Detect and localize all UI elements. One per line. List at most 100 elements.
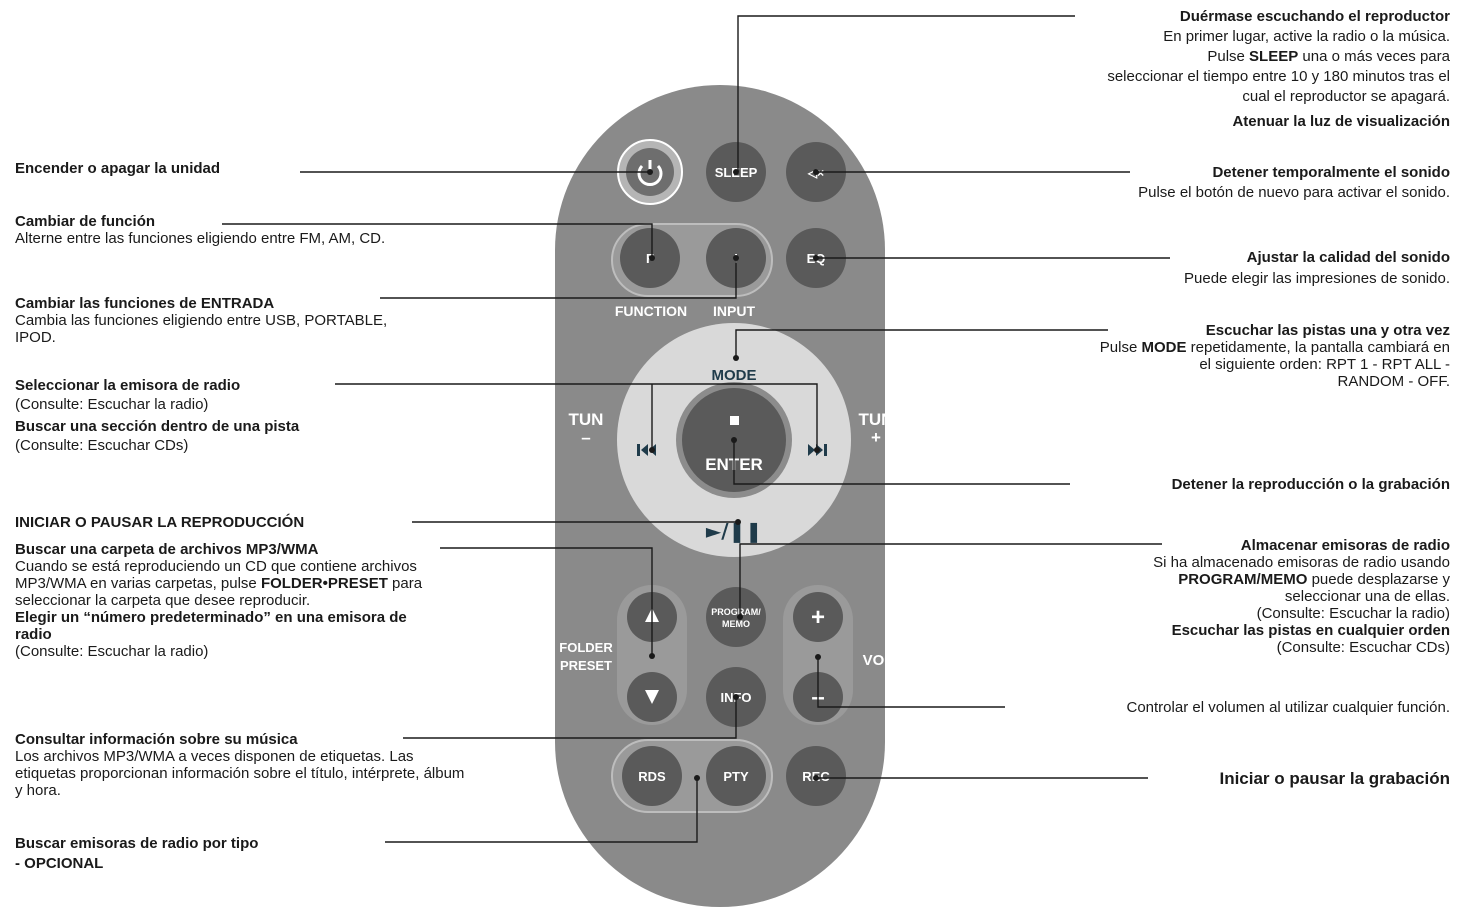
leader-vol <box>817 657 1005 708</box>
annotation-seek-text: (Consulte: Escuchar la radio) <box>15 396 209 413</box>
pty-button[interactable]: PTY <box>706 746 766 806</box>
tun-right-sign: + <box>871 428 881 447</box>
annotation-mute-title: Detener temporalmente el sonido <box>1212 164 1450 181</box>
program-label: PROGRAM/ <box>711 607 761 617</box>
annotation-folder-text-a: Cuando se está reproduciendo un CD que c… <box>15 558 417 592</box>
annotation-play: INICIAR O PAUSAR LA REPRODUCCIÓN <box>15 514 304 531</box>
vol-up-button[interactable]: + <box>793 592 843 642</box>
vol-caption: VOL <box>863 652 894 669</box>
annotation-mode-line3: RANDOM - OFF. <box>1337 373 1451 390</box>
annotation-rec-title: Iniciar o pausar la grabación <box>1219 769 1450 788</box>
annotation-mute-text: Pulse el botón de nuevo para activar el … <box>1138 184 1450 201</box>
annotation-mode: Escuchar las pistas una y otra vez Pulse… <box>980 322 1450 390</box>
annotation-mode-line2: el siguiente orden: RPT 1 - RPT ALL - <box>1199 356 1450 373</box>
annotation-mode-line1-b: MODE <box>1141 339 1187 356</box>
annotation-sleep-line2-a: Pulse <box>1207 48 1245 65</box>
annotation-program-line2-a: PROGRAM/MEMO <box>1178 571 1308 588</box>
annotation-program-title: Almacenar emisoras de radio <box>1240 537 1450 554</box>
leader-seek <box>335 383 818 450</box>
annotation-folder-text-c: para seleccionar la carpeta que desee re… <box>15 575 423 609</box>
leader-pty <box>385 778 698 843</box>
annotation-rec: Iniciar o pausar la grabación <box>980 769 1450 788</box>
annotation-pty: Buscar emisoras de radio por tipo - OPCI… <box>15 834 258 874</box>
annotation-vol-text: Controlar el volumen al utilizar cualqui… <box>1126 699 1451 716</box>
annotation-program-line1: Si ha almacenado emisoras de radio usand… <box>1153 554 1450 571</box>
mode-button[interactable]: MODE <box>712 367 757 384</box>
annotation-eq: Ajustar la calidad del sonido Puede eleg… <box>980 249 1450 287</box>
annotation-program-line3: seleccionar una de ellas. <box>1284 588 1450 605</box>
annotation-sleep-line1: En primer lugar, active la radio o la mú… <box>1163 28 1450 45</box>
annotation-function-title: Cambiar de función <box>15 213 156 230</box>
annotation-sleep-title2: Atenuar la luz de visualización <box>1232 113 1450 130</box>
annotation-info: Consultar información sobre su música Lo… <box>15 731 465 799</box>
annotation-info-text: Los archivos MP3/WMA a veces disponen de… <box>15 748 465 799</box>
preset-caption: PRESET <box>560 658 612 673</box>
annotation-sleep-line4: cual el reproductor se apagará. <box>1242 88 1450 105</box>
memo-label: MEMO <box>722 619 750 629</box>
annotation-input-title: Cambiar las funciones de ENTRADA <box>15 295 275 312</box>
annotation-seek-text2: (Consulte: Escuchar CDs) <box>15 437 189 454</box>
annotation-program-line2-b: puede desplazarse y <box>1311 571 1450 588</box>
annotation-seek: Seleccionar la emisora de radio (Consult… <box>15 377 435 454</box>
leader-stop <box>733 440 1070 485</box>
rds-button-label: RDS <box>638 769 666 784</box>
annotation-play-title: INICIAR O PAUSAR LA REPRODUCCIÓN <box>15 514 305 531</box>
stop-icon <box>730 416 739 425</box>
folder-down-button[interactable] <box>627 672 677 722</box>
annotation-sleep-line2-b: SLEEP <box>1249 48 1299 65</box>
annotation-program-line5: (Consulte: Escuchar CDs) <box>1276 639 1450 656</box>
leader-program <box>739 543 1162 617</box>
program-memo-button[interactable]: PROGRAM/ MEMO <box>706 587 766 647</box>
annotation-power: Encender o apagar la unidad <box>15 160 220 177</box>
folder-caption: FOLDER <box>559 640 613 655</box>
annotation-folder-title: Buscar una carpeta de archivos MP3/WMA <box>15 541 319 558</box>
annotation-info-title: Consultar información sobre su música <box>15 731 298 748</box>
tun-right-label: TUN <box>859 410 894 429</box>
leader-mode <box>735 329 1108 358</box>
annotation-folder: Buscar una carpeta de archivos MP3/WMA C… <box>15 541 435 660</box>
annotation-function-text: Alterne entre las funciones eligiendo en… <box>15 230 386 247</box>
annotation-eq-text: Puede elegir las impresiones de sonido. <box>1184 270 1450 287</box>
leader-folder <box>440 547 653 656</box>
annotation-mode-line1-a: Pulse <box>1099 339 1138 356</box>
annotation-sleep: Duérmase escuchando el reproductor En pr… <box>980 8 1450 130</box>
rds-button[interactable]: RDS <box>622 746 682 806</box>
play-pause-button[interactable]: ►/❚❚ <box>706 519 762 543</box>
annotation-mode-title: Escuchar las pistas una y otra vez <box>1205 322 1450 339</box>
leader-function <box>222 223 653 258</box>
annotation-vol: Controlar el volumen al utilizar cualqui… <box>980 699 1451 716</box>
annotation-seek-title: Seleccionar la emisora de radio <box>15 377 241 394</box>
annotation-stop-title: Detener la reproducción o la grabación <box>1171 476 1450 493</box>
tun-left-label: TUN <box>569 410 604 429</box>
annotation-pty-title: Buscar emisoras de radio por tipo <box>15 835 259 852</box>
leader-input <box>380 258 737 299</box>
annotation-stop: Detener la reproducción o la grabación <box>980 476 1450 493</box>
annotation-power-title: Encender o apagar la unidad <box>15 160 221 177</box>
input-caption: INPUT <box>713 303 755 319</box>
plus-icon: + <box>811 604 825 631</box>
pty-button-label: PTY <box>723 769 749 784</box>
annotation-mode-line1-c: repetidamente, la pantalla cambiará en <box>1190 339 1450 356</box>
arrow-down-icon <box>645 690 659 704</box>
annotation-sleep-title: Duérmase escuchando el reproductor <box>1179 8 1450 25</box>
annotation-program-line4: (Consulte: Escuchar la radio) <box>1256 605 1450 622</box>
annotation-pty-title2: - OPCIONAL <box>15 855 104 872</box>
annotation-program-title2: Escuchar las pistas en cualquier orden <box>1171 622 1450 639</box>
tun-left-sign: – <box>581 428 590 447</box>
annotation-input: Cambiar las funciones de ENTRADA Cambia … <box>15 295 425 346</box>
annotation-sleep-line3: seleccionar el tiempo entre 10 y 180 min… <box>1107 68 1450 85</box>
annotation-seek-title2: Buscar una sección dentro de una pista <box>15 418 300 435</box>
annotation-sleep-line2-c: una o más veces para <box>1302 48 1450 65</box>
annotation-folder-title2: Elegir un “número predeterminado” en una… <box>15 609 407 643</box>
annotation-function: Cambiar de función Alterne entre las fun… <box>15 213 485 247</box>
annotation-folder-text2: (Consulte: Escuchar la radio) <box>15 643 209 660</box>
annotation-program: Almacenar emisoras de radio Si ha almace… <box>980 537 1450 656</box>
leader-sleep <box>737 15 1075 172</box>
annotation-folder-text-b: FOLDER•PRESET <box>260 575 388 592</box>
annotation-eq-title: Ajustar la calidad del sonido <box>1246 249 1450 266</box>
leader-info <box>403 697 737 739</box>
annotation-mute: Detener temporalmente el sonido Pulse el… <box>980 164 1450 201</box>
function-caption: FUNCTION <box>615 303 687 319</box>
annotation-input-text: Cambia las funciones eligiendo entre USB… <box>15 312 388 346</box>
